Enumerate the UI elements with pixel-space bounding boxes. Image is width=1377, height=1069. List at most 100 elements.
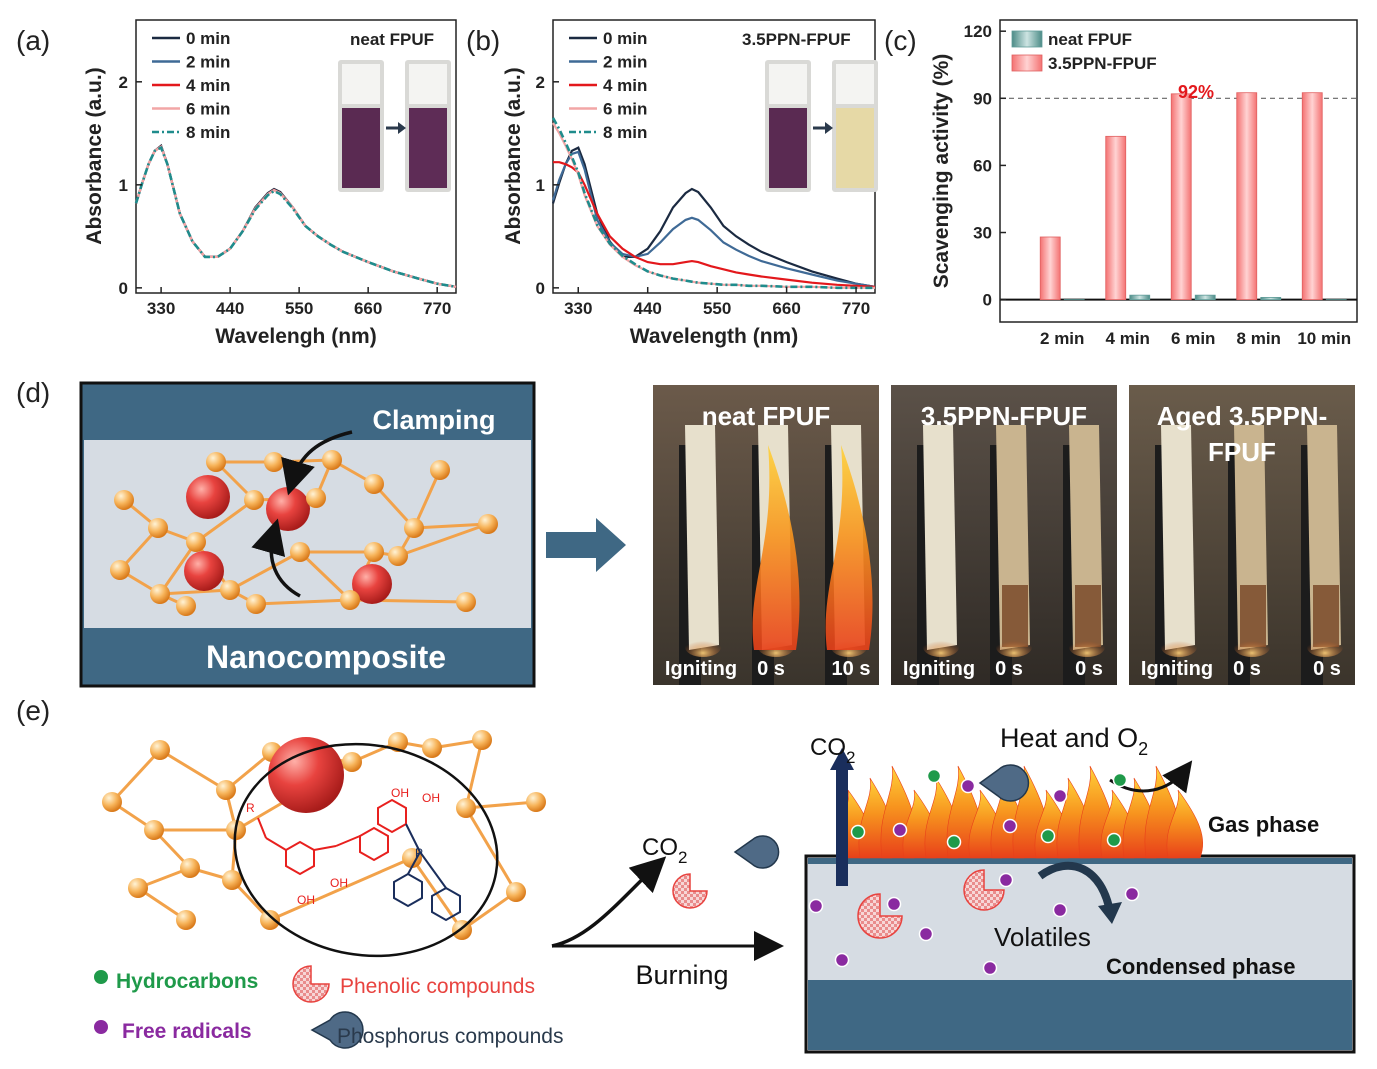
legend-phosphorus: Phosphorus compounds — [337, 1025, 563, 1048]
free-radical-particle-10 — [984, 962, 997, 975]
chart-c-bar-0-2 — [1195, 295, 1215, 299]
panel-label-e: (e) — [16, 695, 50, 726]
chart-a-title: neat FPUF — [350, 30, 434, 49]
network-d-node-4 — [186, 532, 206, 552]
chartB-legend-label-4: 8 min — [603, 123, 647, 142]
chartB-xtick-label-2: 550 — [703, 299, 731, 318]
network-d-node-14 — [478, 514, 498, 534]
chart-c-annotation: 92% — [1178, 82, 1214, 102]
chartA-legend-label-0: 0 min — [186, 29, 230, 48]
photo-glow-2-2 — [1307, 637, 1343, 657]
legend-hydrocarbons: Hydrocarbons — [116, 970, 258, 993]
panel-label-b: (b) — [466, 25, 500, 56]
photo-caption-2-1: 0 s — [1233, 658, 1261, 680]
chartA-legend-label-1: 2 min — [186, 53, 230, 72]
photo-caption-0-1: 0 s — [757, 658, 785, 680]
mol-oh-2: OH — [422, 791, 440, 805]
photo-caption-2-0: Igniting — [1141, 658, 1213, 680]
chart-c-category-3: 8 min — [1237, 329, 1281, 348]
chart-b-ylabel: Absorbance (a.u.) — [502, 67, 525, 244]
chartB-xtick-label-0: 330 — [564, 299, 592, 318]
chartB-legend-label-1: 2 min — [603, 53, 647, 72]
free-radical-particle-11 — [1000, 874, 1013, 887]
chart-c-bar-0-3 — [1261, 297, 1281, 299]
photo-title-2-1: FPUF — [1208, 437, 1276, 467]
chart-c-ytick-label-0: 0 — [983, 291, 992, 310]
chart-c-bar-1-3 — [1237, 93, 1257, 300]
chartA-xtick-label-2: 550 — [285, 299, 313, 318]
chart-c-bar-0-1 — [1130, 295, 1150, 299]
chartA-xtick-label-1: 440 — [216, 299, 244, 318]
network-e-node-2 — [144, 820, 164, 840]
network-e-node-7 — [260, 910, 280, 930]
network-d-node-1 — [148, 518, 168, 538]
photo-glow-1-0 — [923, 637, 959, 657]
substrate-layer — [808, 980, 1352, 1050]
network-d-node-2 — [110, 560, 130, 580]
volatiles-label: Volatiles — [994, 922, 1091, 952]
network-d-node-20 — [456, 592, 476, 612]
network-d-node-9 — [306, 488, 326, 508]
condensed-phase-label: Condensed phase — [1106, 954, 1295, 979]
chartB-ytick-label-1: 1 — [536, 176, 545, 195]
network-d-node-19 — [246, 594, 266, 614]
chart-c-bar-1-4 — [1302, 93, 1322, 300]
chart-c-legend-label-1: 3.5PPN-FPUF — [1048, 54, 1157, 73]
co2-release-arrow — [552, 866, 656, 946]
network-d-node-12 — [404, 518, 424, 538]
network-e-node-13 — [472, 730, 492, 750]
cuvette-photo-b — [765, 60, 878, 192]
co2-left-label: CO2 — [642, 834, 687, 867]
photo-glow-2-1 — [1234, 637, 1270, 657]
network-d-node-5 — [220, 580, 240, 600]
hydrocarbon-particle-2 — [948, 836, 961, 849]
mol-p: P — [415, 846, 423, 860]
chart-c-bar-1-2 — [1171, 94, 1191, 300]
chartA-ytick-label-0: 0 — [119, 279, 128, 298]
hydrocarbon-particle-3 — [1042, 830, 1055, 843]
photo-glow-2-0 — [1161, 637, 1197, 657]
chartA-xtick-label-0: 330 — [147, 299, 175, 318]
photo-foam-strip-2-0 — [1161, 425, 1195, 650]
chartB-legend-label-2: 4 min — [603, 76, 647, 95]
free-radical-dot-icon — [94, 1020, 108, 1034]
chart-a-ylabel: Absorbance (a.u.) — [83, 67, 106, 244]
chart-c-legend-swatch-1 — [1012, 55, 1042, 71]
chart-b-title: 3.5PPN-FPUF — [742, 30, 851, 49]
photo-title-1-0: 3.5PPN-FPUF — [921, 401, 1087, 431]
free-radical-particle-3 — [1004, 820, 1017, 833]
network-e-edge-7 — [160, 750, 226, 790]
mol-oh-4: OH — [297, 893, 315, 907]
network-e-node-10 — [342, 752, 362, 772]
network-e-node-8 — [216, 780, 236, 800]
network-e-node-4 — [128, 878, 148, 898]
chartB-legend-label-0: 0 min — [603, 29, 647, 48]
free-radical-particle-1 — [1054, 790, 1067, 803]
network-d-node-15 — [388, 546, 408, 566]
chartA-legend-label-4: 8 min — [186, 123, 230, 142]
panel-label-c: (c) — [884, 25, 917, 56]
chart-c-ytick-label-4: 120 — [964, 22, 992, 41]
chart-b-frame — [553, 20, 875, 293]
chartB-ytick-label-0: 0 — [536, 279, 545, 298]
chartA-legend-label-3: 6 min — [186, 100, 230, 119]
free-radical-particle-2 — [894, 824, 907, 837]
photo-foam-strip-1-0 — [923, 425, 957, 650]
panel-e: R OH OH OH OH P Hydrocarbons Free radica… — [94, 723, 1354, 1052]
chart-c-category-2: 6 min — [1171, 329, 1215, 348]
free-radical-particle-4 — [810, 900, 823, 913]
photo-caption-2-2: 0 s — [1313, 658, 1341, 680]
network-d-nanoparticle-2 — [184, 551, 224, 591]
chartA-legend-label-2: 4 min — [186, 76, 230, 95]
cuvette-photo-a — [338, 60, 451, 192]
network-e-node-5 — [176, 910, 196, 930]
chart-c-ylabel: Scavenging activity (%) — [930, 54, 953, 289]
network-d-node-21 — [176, 596, 196, 616]
free-radical-particle-0 — [962, 780, 975, 793]
network-e-edge-0 — [112, 750, 160, 802]
chart-c-legend-label-0: neat FPUF — [1048, 30, 1132, 49]
mol-r: R — [246, 801, 255, 815]
